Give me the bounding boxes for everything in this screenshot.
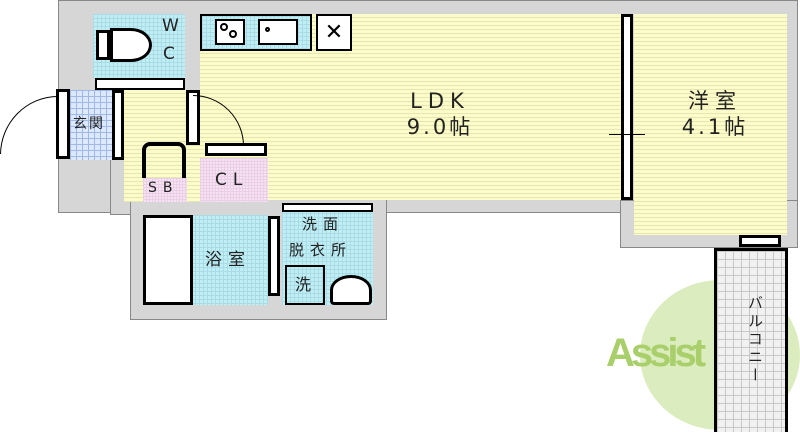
washroom-label-2: 脱衣所: [289, 241, 353, 259]
washing-machine: 洗: [285, 265, 325, 305]
sb-label: SB: [148, 180, 179, 196]
genkan-floor: [70, 90, 112, 160]
hall-door[interactable]: [112, 90, 124, 160]
entrance-door[interactable]: [56, 89, 70, 159]
washroom-door[interactable]: [282, 203, 373, 212]
ldk-name: LDK: [410, 89, 470, 113]
stove-icon: [215, 19, 245, 45]
washer-label: 洗: [295, 275, 312, 294]
shoe-box: [143, 178, 187, 202]
bath-door[interactable]: [268, 216, 280, 296]
balcony-door[interactable]: [739, 235, 781, 247]
cl-label: CL: [215, 170, 249, 190]
western-room-size: 4.1帖: [681, 115, 749, 140]
partition-mark: [609, 134, 645, 135]
genkan-label: 玄関: [73, 116, 105, 132]
western-room-floor: [634, 14, 787, 235]
western-room-name: 洋室: [688, 89, 742, 113]
bath-label: 浴室: [205, 250, 251, 270]
ldk-size: 9.0帖: [406, 115, 474, 140]
bathtub-icon: [143, 215, 193, 305]
closet-door[interactable]: [205, 143, 267, 156]
assist-logo: Assist: [606, 331, 706, 375]
wc-label-w: W: [162, 16, 185, 36]
balcony-floor: [714, 248, 788, 432]
closet: [200, 158, 268, 202]
range-hood-icon: ✕: [316, 14, 352, 51]
western-room-label: 洋室 4.1帖: [660, 88, 770, 141]
wc-label-c: C: [163, 44, 181, 64]
toilet-icon: [96, 28, 156, 62]
sink-icon: [258, 19, 298, 45]
shoe-box-door-icon[interactable]: [142, 142, 186, 178]
wc-door[interactable]: [95, 78, 185, 90]
ldk-label: LDK 9.0帖: [380, 88, 500, 141]
balcony-label: バルコニー: [746, 295, 764, 385]
washroom-label-1: 洗面: [302, 215, 345, 233]
sliding-partition[interactable]: [621, 14, 633, 200]
wash-basin-icon: [330, 275, 372, 305]
